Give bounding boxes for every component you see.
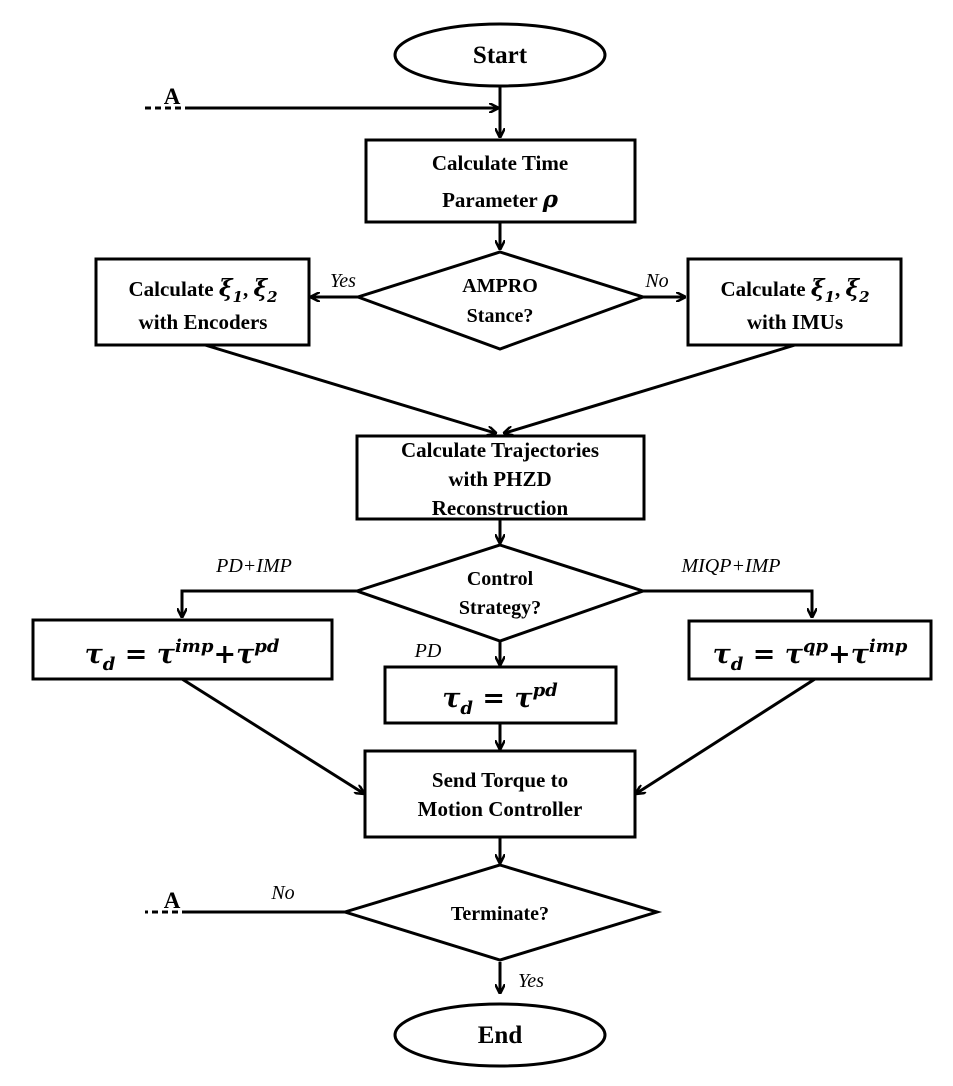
node-terminate-decision: Terminate? — [339, 863, 663, 962]
edge-strategy-pd-imp — [182, 589, 357, 616]
torque-qp-imp-formula: τd = τqp+τimp — [713, 636, 908, 675]
strategy-line1: Control — [467, 568, 534, 590]
node-send-torque: Send Torque to Motion Controller — [363, 749, 637, 839]
edge-label-terminate-yes: Yes — [518, 970, 544, 992]
imus-line2: with IMUs — [747, 310, 843, 334]
connector-a-bottom: A — [164, 888, 181, 913]
time-parameter-line2: Parameter ρ — [442, 186, 558, 213]
edge-label-pd-imp: PD+IMP — [215, 555, 292, 577]
connector-a-top: A — [164, 84, 181, 109]
edge-imus-to-traj — [505, 343, 796, 433]
node-torque-qp-imp: τd = τqp+τimp — [687, 619, 933, 681]
trajectories-line3: Reconstruction — [432, 496, 569, 520]
trajectories-line1: Calculate Trajectories — [401, 438, 599, 462]
encoders-line2: with Encoders — [139, 310, 268, 334]
start-label: Start — [473, 42, 528, 69]
edge-label-stance-no: No — [644, 270, 668, 292]
trajectories-line2: with PHZD — [448, 467, 551, 491]
node-start: Start — [393, 22, 607, 88]
stance-line2: Stance? — [467, 305, 534, 327]
node-calc-imus: Calculate ξ1, ξ2 with IMUs — [686, 257, 903, 347]
node-time-parameter: Calculate Time Parameter ρ — [364, 138, 637, 224]
edge-label-miqp-imp: MIQP+IMP — [680, 555, 780, 577]
node-calc-encoders: Calculate ξ1, ξ2 with Encoders — [94, 257, 311, 347]
edge-label-stance-yes: Yes — [330, 270, 356, 292]
edges — [145, 86, 815, 992]
node-strategy-decision: Control Strategy? — [352, 543, 648, 643]
send-line1: Send Torque to — [432, 768, 568, 792]
torque-pd-imp-formula: τd = τimp+τpd — [85, 636, 280, 675]
time-parameter-line1: Calculate Time — [432, 151, 568, 175]
edge-left-to-send — [181, 677, 363, 793]
edge-encoders-to-traj — [204, 343, 495, 433]
encoders-line1: Calculate ξ1, ξ2 — [128, 275, 277, 306]
edge-strategy-miqp-imp — [643, 589, 812, 616]
edge-right-to-send — [637, 677, 816, 793]
imus-line1: Calculate ξ1, ξ2 — [720, 275, 869, 306]
node-trajectories: Calculate Trajectories with PHZD Reconst… — [355, 434, 646, 521]
torque-pd-formula: τd = τpd — [442, 680, 558, 719]
node-stance-decision: AMPRO Stance? — [353, 250, 648, 351]
node-end: End — [393, 1002, 607, 1068]
node-torque-pd-imp: τd = τimp+τpd — [31, 618, 334, 681]
send-line2: Motion Controller — [418, 797, 583, 821]
edge-label-terminate-no: No — [270, 882, 294, 904]
node-torque-pd: τd = τpd — [383, 665, 618, 725]
edge-label-pd: PD — [414, 640, 442, 662]
strategy-line2: Strategy? — [459, 597, 541, 619]
end-label: End — [478, 1022, 523, 1049]
stance-line1: AMPRO — [462, 275, 538, 297]
terminate-label: Terminate? — [451, 903, 549, 925]
